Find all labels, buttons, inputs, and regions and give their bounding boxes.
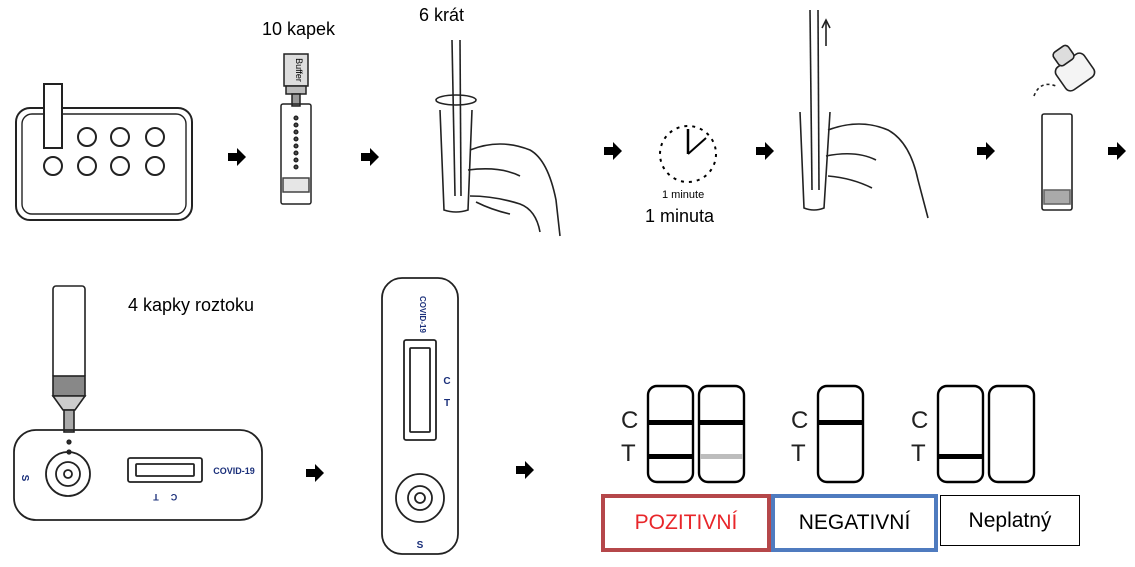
positive-c-mark: C	[621, 407, 638, 434]
negative-result-box: NEGATIVNÍ	[771, 494, 938, 552]
positive-t-mark: T	[621, 440, 636, 467]
cassette-brand-label: COVID-19	[213, 466, 255, 476]
weak-positive-c-line	[700, 420, 743, 425]
arrow-icon	[756, 142, 774, 160]
buffer-bottle-icon	[283, 53, 309, 107]
result-strips	[646, 384, 1036, 484]
cassette-control-mark: C	[170, 492, 177, 502]
arrow-icon	[306, 464, 324, 482]
positive-t-line	[649, 454, 692, 459]
arrow-icon	[228, 148, 246, 166]
negative-t-mark: T	[791, 440, 806, 467]
arrow-icon	[977, 142, 995, 160]
sample-drops-label: 4 kapky roztoku	[128, 295, 255, 315]
cassette-vertical-brand: COVID-19	[418, 296, 427, 333]
cassette-test-mark: T	[153, 492, 159, 502]
invalid-t-mark: T	[911, 440, 926, 467]
cassette-sample-mark: S	[19, 475, 30, 482]
test-cassette-horizontal	[13, 429, 263, 521]
invalid-t-line	[939, 454, 982, 459]
negative-c-line	[819, 420, 862, 425]
cassette-vertical-sample-mark: S	[417, 540, 424, 551]
result-lines	[649, 420, 982, 459]
tube-with-drops-icon	[280, 103, 312, 205]
weak-positive-t-line	[700, 454, 743, 459]
invalid-result-box: Neplatný	[940, 495, 1080, 546]
arrow-icon	[516, 461, 534, 479]
arrow-icon	[1108, 142, 1126, 160]
arrow-icon	[361, 148, 379, 166]
minute-en-label: 1 minute	[662, 189, 705, 201]
test-cassette-vertical	[381, 277, 459, 555]
buffer-label: Buffer	[294, 58, 304, 82]
invalid-c-mark: C	[911, 407, 928, 434]
tube-rack-icon	[15, 83, 193, 221]
dispensing-tube-icon	[51, 285, 87, 455]
swab-rotate-hand-icon	[435, 39, 561, 237]
positive-c-line	[649, 420, 692, 425]
timer-clock-icon	[659, 125, 717, 183]
cassette-vertical-test-mark: T	[444, 398, 450, 409]
swab-remove-hand-icon	[799, 9, 929, 219]
negative-c-mark: C	[791, 407, 808, 434]
drops-label: 10 kapek	[262, 19, 336, 39]
cassette-vertical-control-mark: C	[443, 376, 450, 387]
times-label: 6 krát	[419, 5, 465, 25]
arrow-icon	[604, 142, 622, 160]
minute-cs-label: 1 minuta	[645, 206, 715, 226]
positive-result-box: POZITIVNÍ	[601, 494, 771, 552]
cap-tube-icon	[1033, 44, 1096, 211]
